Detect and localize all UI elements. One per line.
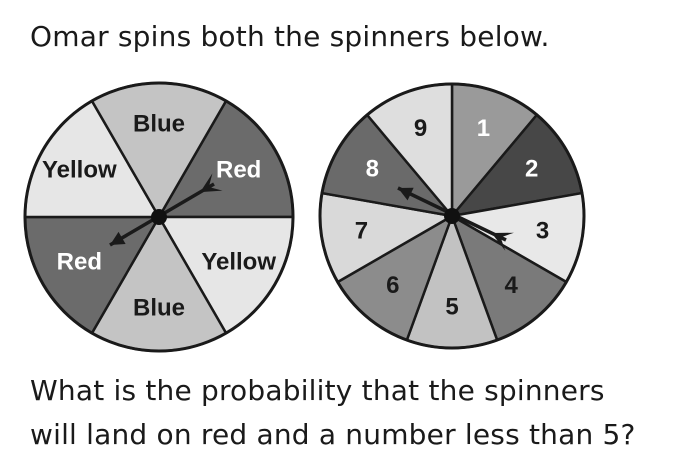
intro-text: Omar spins both the spinners below.: [30, 20, 550, 53]
arrow-tail-icon: [491, 232, 514, 251]
question-line-1: What is the probability that the spinner…: [30, 374, 605, 407]
spinner-rim: [318, 82, 586, 350]
section-label: 2: [525, 155, 538, 182]
section-label: Red: [216, 156, 261, 183]
section-label: 1: [477, 115, 490, 142]
spinner-rim: [23, 81, 295, 353]
section-label: Blue: [133, 110, 185, 137]
section-label: 3: [536, 217, 549, 244]
arrow-tail-icon: [200, 173, 223, 193]
section-label: Blue: [133, 294, 185, 321]
section-label: 5: [445, 293, 458, 320]
section-label: 4: [504, 272, 518, 299]
spinner-pivot: [444, 208, 460, 224]
section-label: 6: [386, 272, 399, 299]
number-spinner: 1 2 3 4 5 6 7 8 9: [318, 82, 586, 350]
section-label: Red: [57, 248, 102, 275]
arrow-head-icon: [398, 187, 414, 201]
spinner-pivot: [151, 209, 167, 225]
section-label: Yellow: [201, 248, 276, 275]
section-label: 7: [355, 217, 368, 244]
arrow-head-icon: [110, 231, 126, 245]
section-label: Yellow: [42, 156, 117, 183]
section-label: 8: [366, 155, 379, 182]
section-label: 9: [414, 115, 427, 142]
question-line-2: will land on red and a number less than …: [30, 418, 636, 451]
